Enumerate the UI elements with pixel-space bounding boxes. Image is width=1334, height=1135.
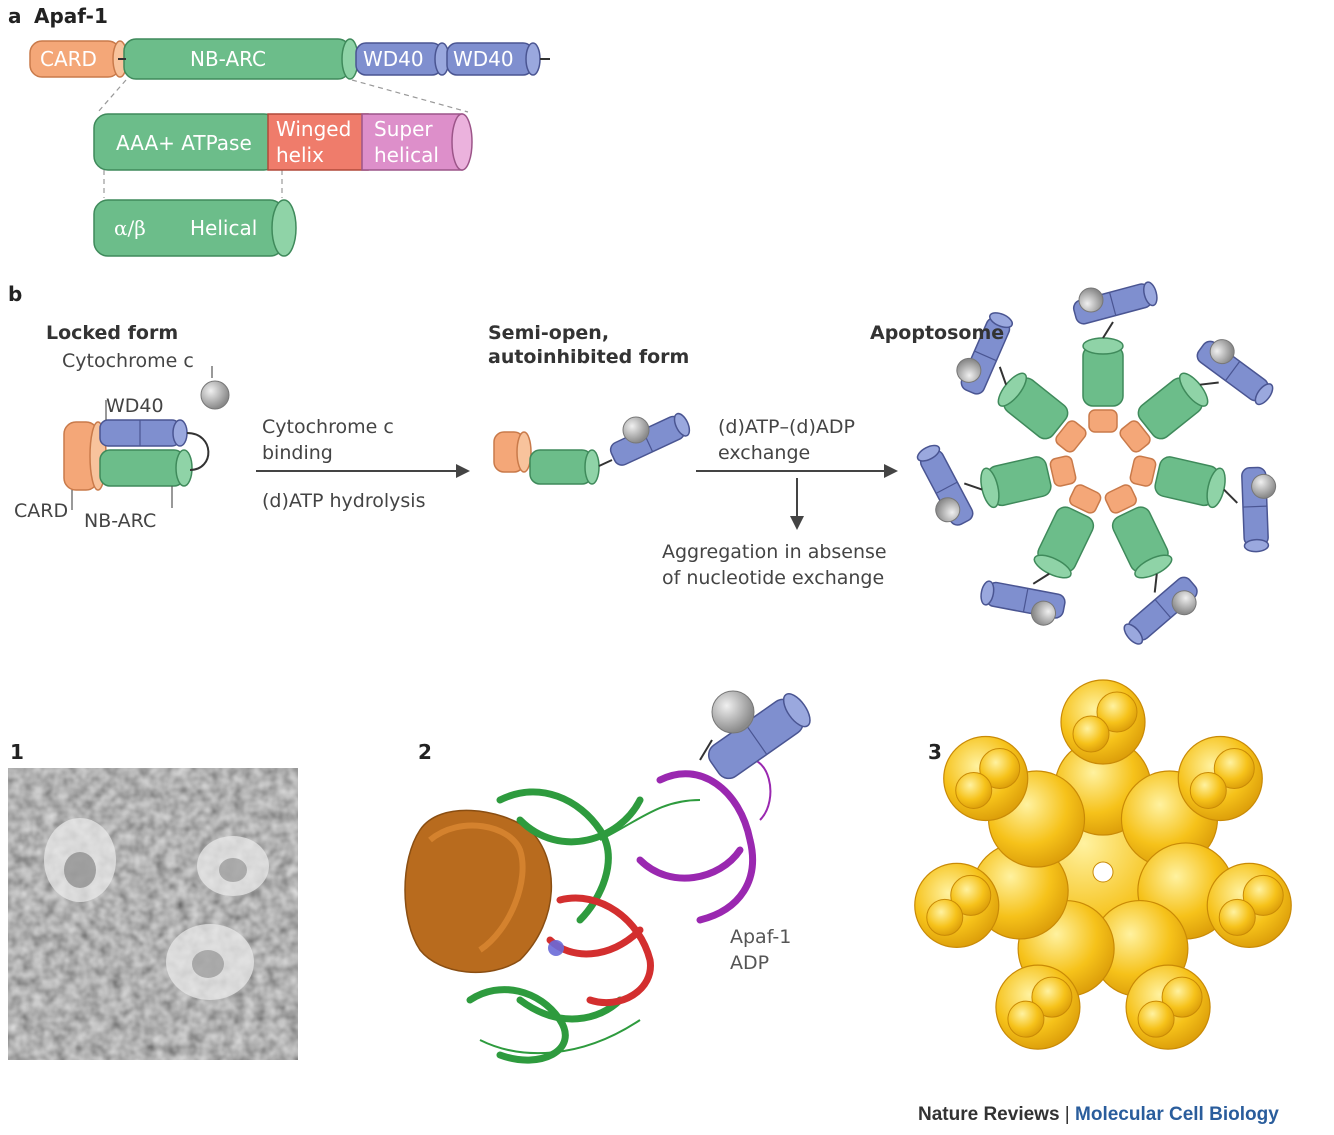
semi-open-title-1: Semi-open,: [488, 322, 610, 344]
step1-above-2: binding: [262, 442, 333, 464]
apoptosome-spoke: [1119, 339, 1274, 453]
apoptosome-spoke: [1104, 484, 1198, 645]
apaf1-domain-bar: [29, 38, 550, 80]
helical-label: Helical: [190, 216, 258, 240]
em-micrograph: [8, 768, 298, 1060]
nbarc-locked-label: NB-ARC: [84, 510, 157, 532]
panel-a-letter: a: [8, 4, 22, 28]
step2-above-1: (d)ATP–(d)ADP: [718, 416, 855, 438]
wd40-label-1: WD40: [363, 47, 424, 71]
apoptosome-surface: [914, 679, 1292, 1050]
locked-form-drawing: [63, 366, 230, 510]
arrow-step-1: [256, 464, 470, 478]
apoptosome-spoke: [1072, 281, 1158, 433]
panel-b-letter: b: [8, 282, 23, 306]
cytochrome-label: Cytochrome c: [62, 350, 194, 372]
card-label: CARD: [40, 47, 97, 71]
apoptosome-drawing: [916, 281, 1277, 645]
alpha-beta-label: α/β: [114, 216, 146, 240]
expansion-lines: [97, 79, 469, 198]
footer-subjournal: Molecular Cell Biology: [1075, 1104, 1279, 1125]
winged-label: Winged: [276, 117, 352, 141]
helical-label-2: helical: [374, 143, 439, 167]
bottom-label-2: 2: [418, 740, 432, 764]
apoptosome-spoke: [916, 444, 1077, 526]
apoptosome-spoke: [980, 484, 1102, 626]
step1-above-1: Cytochrome c: [262, 416, 394, 438]
step2-above-2: exchange: [718, 442, 811, 464]
apoptosome-spoke: [1129, 455, 1277, 553]
apaf1-structure-label-1: Apaf-1: [730, 926, 792, 948]
panel-a-title: Apaf-1: [34, 4, 108, 28]
card-locked-label: CARD: [14, 500, 69, 522]
footer-credit: Nature Reviews | Molecular Cell Biology: [918, 1104, 1279, 1126]
footer-separator: |: [1064, 1104, 1070, 1125]
apoptosome-spoke: [956, 312, 1087, 453]
locked-form-title: Locked form: [46, 322, 179, 344]
nbarc-label: NB-ARC: [190, 47, 267, 71]
apoptosome-title: Apoptosome: [870, 322, 1005, 344]
aaa-expanded: [93, 199, 297, 257]
super-label: Super: [374, 117, 433, 141]
bottom-label-3: 3: [928, 740, 942, 764]
wd40-label-2: WD40: [453, 47, 514, 71]
nbarc-expanded: [93, 113, 473, 171]
step1-below: (d)ATP hydrolysis: [262, 490, 426, 512]
semi-open-drawing: [493, 412, 691, 485]
ribbon-structure: [404, 690, 811, 1064]
helix-label: helix: [276, 143, 324, 167]
footer-journal: Nature Reviews: [918, 1104, 1060, 1125]
arrow-step-2: [696, 464, 898, 530]
apaf1-structure-label-2: ADP: [730, 952, 770, 974]
semi-open-title-2: autoinhibited form: [488, 346, 690, 368]
aggregation-line-2: of nucleotide exchange: [662, 567, 885, 589]
aaa-atpase-label: AAA+ ATPase: [116, 131, 252, 155]
bottom-label-1: 1: [10, 740, 24, 764]
aggregation-line-1: Aggregation in absense: [662, 541, 887, 563]
wd40-locked-label: WD40: [106, 395, 164, 417]
